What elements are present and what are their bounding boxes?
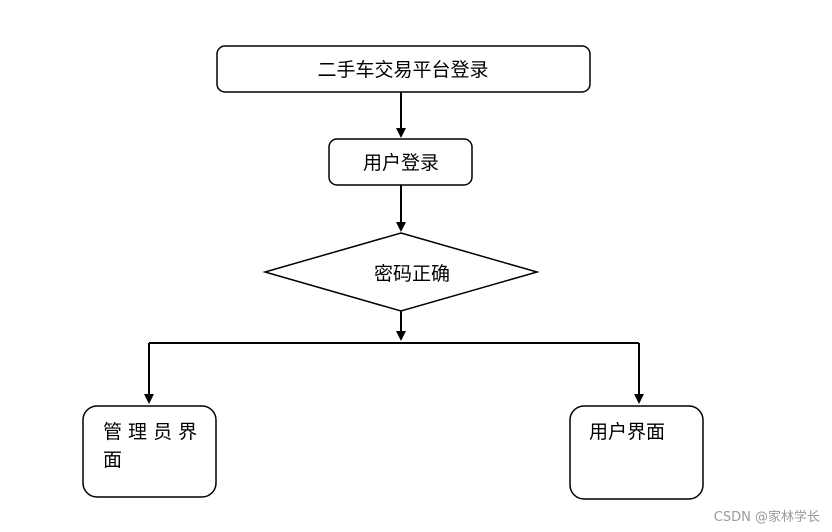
node-user-ui: 用户界面 <box>569 405 704 500</box>
node-admin-ui-label-line2: 面 <box>103 449 122 471</box>
node-user-ui-label: 用户界面 <box>589 421 665 443</box>
node-user-login: 用户登录 <box>328 138 473 186</box>
node-platform-login: 二手车交易平台登录 <box>216 45 591 93</box>
watermark-text: CSDN @家林学长 <box>714 509 820 525</box>
node-platform-login-label: 二手车交易平台登录 <box>317 59 488 81</box>
node-admin-ui-label-line1: 管 理 员 界 <box>103 421 197 443</box>
node-user-login-label: 用户登录 <box>363 152 439 174</box>
node-password-check-label: 密码正确 <box>374 263 450 285</box>
node-admin-ui: 管 理 员 界 面 <box>82 405 217 498</box>
node-password-check: 密码正确 <box>262 232 540 312</box>
